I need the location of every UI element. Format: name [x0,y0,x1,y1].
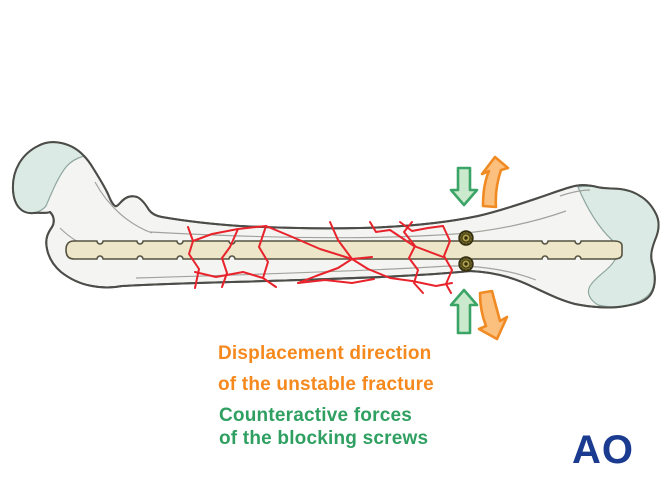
counteractive-caption-line2: of the blocking screws [219,428,429,449]
blocking-screw-upper [458,230,474,246]
blocking-screw-lower [458,256,474,272]
displacement-arrow-up-icon [480,155,510,209]
counteractive-force-arrow-down-icon [449,166,479,207]
femur-outline [11,141,660,309]
displacement-caption-line1: Displacement direction [218,343,432,364]
femur-bone [11,141,660,309]
displacement-arrow-down-icon [477,289,509,341]
fracture-lines [187,221,453,294]
ao-foundation-logo: AO [572,428,634,472]
counteractive-force-arrow-up-icon [449,288,479,335]
counteractive-caption-line1: Counteractive forces [219,405,413,426]
displacement-caption-line2: of the unstable fracture [218,374,434,395]
intramedullary-nail [65,240,623,260]
femur-outline-stroke [11,141,660,309]
